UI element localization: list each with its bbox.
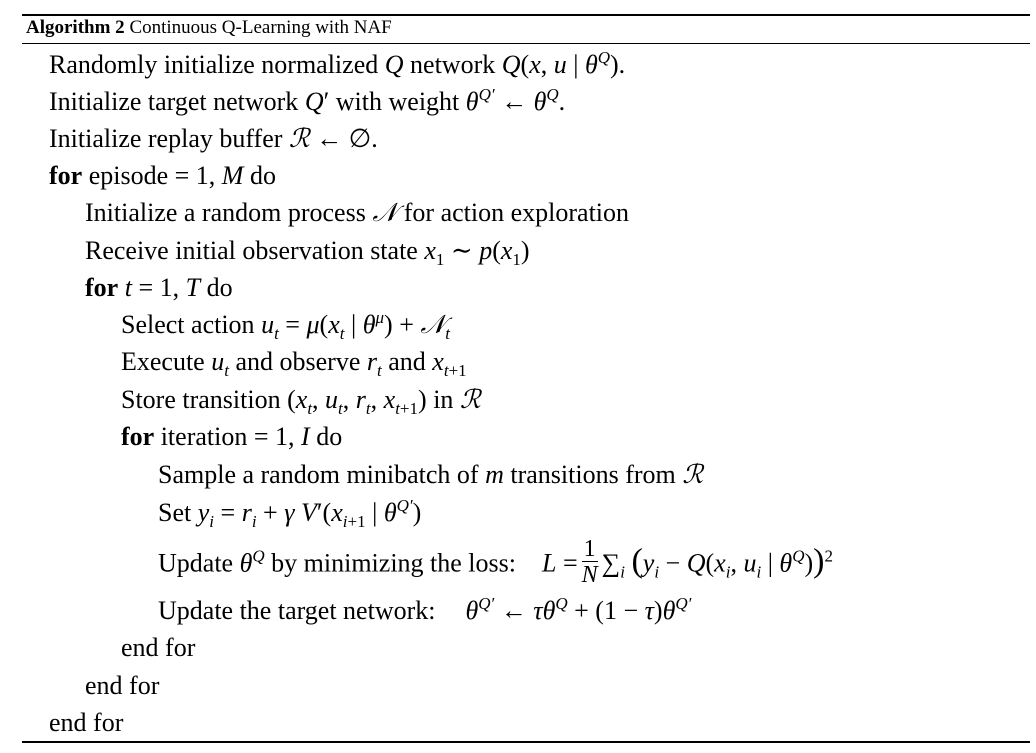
line-end-for-iteration: end for xyxy=(121,631,195,665)
line-update-target: Update the target network:θQ′ ← τθQ + (1… xyxy=(158,594,692,625)
text-fragment: Execute xyxy=(121,347,212,376)
text-fragment: in xyxy=(426,385,460,414)
end-for-keyword: end for xyxy=(85,671,160,700)
line-for-iteration: for iteration = 1, I do xyxy=(121,422,343,451)
algorithm-box: Algorithm 2 Continuous Q-Learning with N… xyxy=(22,0,1030,753)
line-store-transition: Store transition (xt, ut, rt, xt+1) in ℛ xyxy=(121,385,481,418)
text-fragment: Receive initial observation state xyxy=(85,236,425,265)
line-select-action: Select action ut = μ(xt | θμ) + 𝒩t xyxy=(121,308,451,343)
line-sample-minibatch: Sample a random minibatch of m transitio… xyxy=(158,460,703,490)
text-fragment: Store transition xyxy=(121,385,288,414)
line-init-target: Initialize target network Q′ with weight… xyxy=(49,85,566,116)
text-fragment: with weight xyxy=(329,87,466,116)
text-fragment: for action exploration xyxy=(397,198,630,227)
algorithm-caption: Algorithm 2 Continuous Q-Learning with N… xyxy=(26,16,392,40)
text-fragment: Select action xyxy=(121,310,262,339)
bottom-rule xyxy=(22,741,1030,743)
algorithm-title: Continuous Q-Learning with NAF xyxy=(129,17,392,38)
for-keyword: for xyxy=(121,422,155,451)
text-fragment: Sample a random minibatch of xyxy=(158,460,486,489)
text-fragment: Initialize replay buffer xyxy=(49,124,289,153)
for-keyword: for xyxy=(85,273,119,302)
text-fragment: transitions from xyxy=(503,460,683,489)
text-fragment: Update the target network: xyxy=(158,596,436,625)
top-rule xyxy=(22,14,1030,16)
algorithm-number: Algorithm 2 xyxy=(26,17,125,38)
text-fragment: and observe xyxy=(228,347,367,376)
line-end-for-episode: end for xyxy=(49,706,123,740)
for-keyword: for xyxy=(49,161,83,190)
line-random-process: Initialize a random process 𝒩 for action… xyxy=(85,198,630,228)
line-execute: Execute ut and observe rt and xt+1 xyxy=(121,347,467,380)
text-fragment: episode xyxy=(82,161,175,190)
text-fragment: Initialize a random process xyxy=(85,198,373,227)
text-fragment: Update xyxy=(158,548,240,578)
text-fragment: iteration xyxy=(154,422,254,451)
text-fragment: do xyxy=(243,161,276,190)
text-fragment: do xyxy=(309,422,343,451)
end-for-keyword: end for xyxy=(121,633,196,662)
line-for-episode: for episode = 1, M do xyxy=(49,161,276,190)
text-fragment: Randomly initialize normalized xyxy=(49,50,385,79)
line-set-target: Set yi = ri + γ V′(xi+1 | θQ′) xyxy=(158,496,422,531)
line-init-buffer: Initialize replay buffer ℛ ← ∅. xyxy=(49,124,378,154)
text-fragment: Set xyxy=(158,498,198,527)
text-fragment: do xyxy=(200,273,233,302)
text-fragment: by minimizing the loss: xyxy=(264,548,516,578)
end-for-keyword: end for xyxy=(49,708,124,737)
line-for-t: for t = 1, T do xyxy=(85,273,233,302)
caption-rule xyxy=(22,43,1030,44)
text-fragment: and xyxy=(381,347,433,376)
text-fragment: network xyxy=(403,50,502,79)
line-receive-observation: Receive initial observation state x1 ∼ p… xyxy=(85,236,530,269)
line-init-q: Randomly initialize normalized Q network… xyxy=(49,48,626,79)
text-fragment: Initialize target network xyxy=(49,87,305,116)
line-end-for-t: end for xyxy=(85,669,159,703)
